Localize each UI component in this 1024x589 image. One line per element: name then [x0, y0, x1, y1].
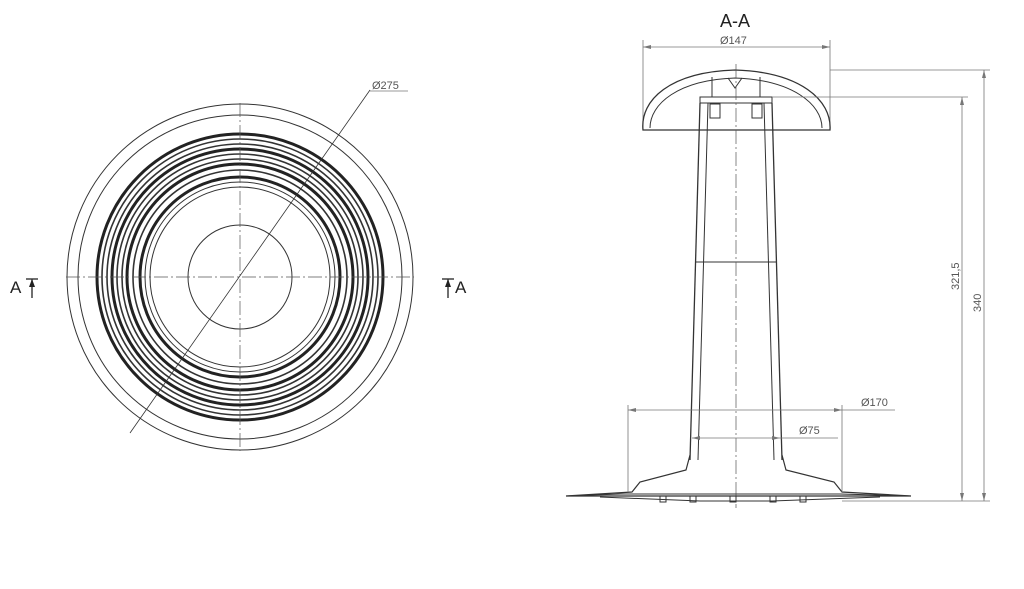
section-mark-right-label: A — [455, 278, 467, 297]
section-view: A-A Ø147 — [565, 11, 990, 508]
height-inner-label: 321,5 — [950, 262, 962, 290]
section-mark-left-label: A — [10, 278, 22, 297]
diameter-leader — [129, 89, 371, 434]
cap-outline — [642, 69, 831, 131]
cap-circle-outer — [144, 181, 336, 373]
cap-diameter-label: Ø147 — [720, 35, 747, 47]
pipe-diameter-label: Ø75 — [799, 425, 820, 437]
section-marker-right: A — [442, 278, 467, 298]
height-total-label: 340 — [972, 294, 984, 312]
base-flange — [565, 454, 912, 497]
pipe-wall-left — [689, 102, 701, 461]
section-title: A-A — [720, 11, 750, 31]
plan-diameter-label: Ø275 — [372, 80, 399, 92]
section-marker-left: A — [10, 278, 38, 298]
base-diameter-label: Ø170 — [861, 397, 888, 409]
plan-view: Ø275 A A — [10, 80, 467, 451]
pipe-wall-right — [771, 102, 783, 461]
